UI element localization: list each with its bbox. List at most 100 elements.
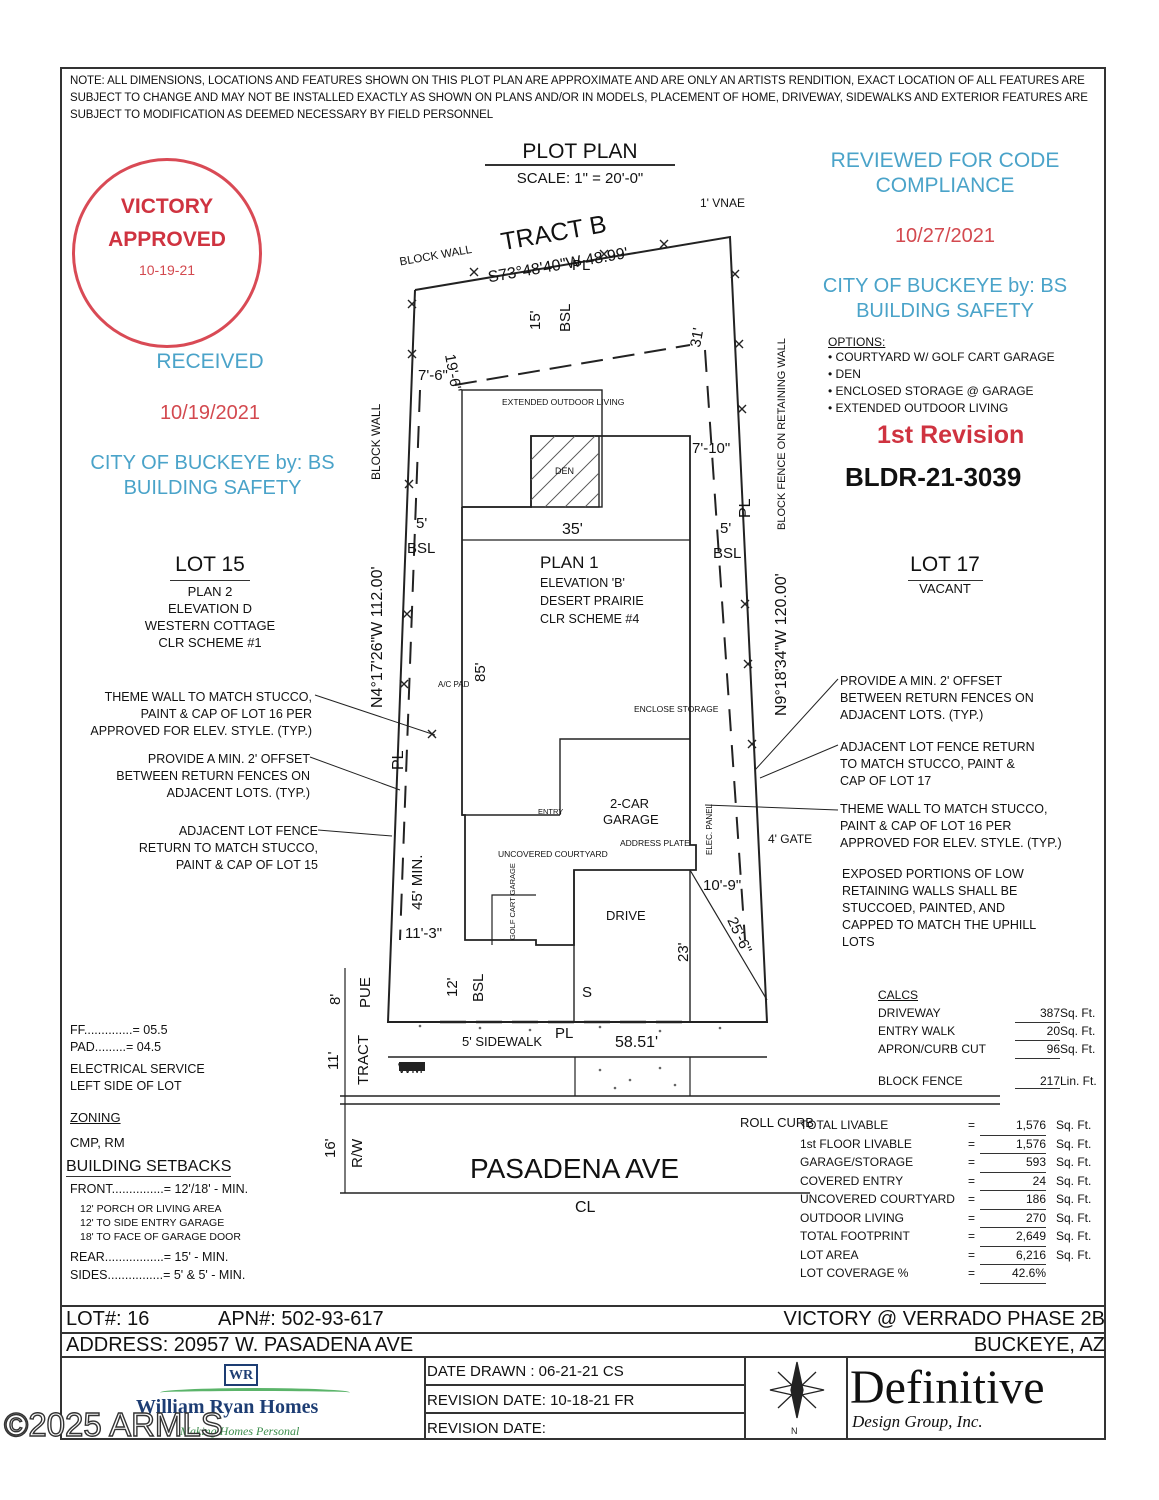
lot17-underline bbox=[908, 580, 983, 581]
totals-equals: = bbox=[968, 1173, 976, 1188]
firm-divider bbox=[846, 1356, 848, 1440]
plan-elevation: ELEVATION 'B' bbox=[540, 576, 625, 590]
lot15-elevation: ELEVATION D bbox=[167, 601, 253, 616]
electrical-title: ELECTRICAL SERVICE bbox=[70, 1062, 205, 1076]
note-offset-left: PROVIDE A MIN. 2' OFFSET BETWEEN RETURN … bbox=[116, 752, 310, 800]
calc-value: 387 bbox=[1015, 1005, 1060, 1023]
totals-unit: Sq. Ft. bbox=[1056, 1247, 1092, 1262]
totals-label: GARAGE/STORAGE bbox=[800, 1155, 914, 1169]
builder-name: William Ryan Homes bbox=[136, 1396, 319, 1418]
option-item: • EXTENDED OUTDOOR LIVING bbox=[828, 401, 1009, 415]
finish-floor: FF..............= 05.5 bbox=[70, 1023, 168, 1037]
totals-value: 42.6% bbox=[980, 1265, 1046, 1284]
zoning-title: ZONING bbox=[70, 1110, 121, 1125]
firm-name: Definitive bbox=[850, 1361, 1045, 1414]
uncovered-courtyard-label: UNCOVERED COURTYARD bbox=[498, 849, 608, 859]
plan-style: DESERT PRAIRIE bbox=[540, 594, 644, 608]
dim-15: 15' bbox=[527, 310, 544, 330]
entry-label: ENTRY bbox=[538, 807, 563, 816]
totals-unit bbox=[1056, 1265, 1100, 1284]
revision-date-2: REVISION DATE: bbox=[427, 1420, 546, 1437]
ac-pad-label: A/C PAD bbox=[438, 680, 470, 689]
plan-scale: SCALE: 1" = 20'-0" bbox=[516, 170, 644, 187]
note-theme-wall-left: THEME WALL TO MATCH STUCCO, PAINT & CAP … bbox=[90, 690, 312, 738]
dim-16: 16' bbox=[322, 1138, 339, 1158]
received-city: CITY OF BUCKEYE by: BS bbox=[90, 452, 335, 474]
dates-divider bbox=[424, 1384, 746, 1386]
review-city: CITY OF BUCKEYE by: BS bbox=[822, 275, 1068, 297]
tract-label: TRACT B bbox=[499, 210, 609, 256]
calc-value: 20 bbox=[1015, 1023, 1060, 1041]
totals-value: 186 bbox=[980, 1191, 1046, 1210]
roll-curb-label: ROLL CURB bbox=[740, 1115, 814, 1130]
totals-unit: Sq. Ft. bbox=[1056, 1173, 1092, 1188]
dim-7-6: 7'-6" bbox=[418, 367, 448, 384]
dates-box bbox=[424, 1356, 746, 1440]
dim-10-9: 10'-9" bbox=[703, 877, 741, 894]
setback-front: FRONT...............= 12'/18' - MIN. bbox=[70, 1182, 249, 1196]
plan-name: PLAN 1 bbox=[540, 553, 599, 572]
note-offset-right: PROVIDE A MIN. 2' OFFSET BETWEEN RETURN … bbox=[840, 674, 1034, 722]
lot15-title: LOT 15 bbox=[175, 553, 245, 576]
totals-unit: Sq. Ft. bbox=[1056, 1118, 1092, 1132]
victory-approved-stamp bbox=[72, 158, 262, 348]
received-dept: BUILDING SAFETY bbox=[123, 477, 302, 499]
totals-value: 270 bbox=[980, 1210, 1046, 1228]
dim-19-6: 19'-6" bbox=[441, 353, 464, 394]
received-date: 10/19/2021 bbox=[159, 402, 261, 424]
golf-cart-label: GOLF CART GARAGE bbox=[508, 863, 517, 940]
dim-45-min: 45' MIN. bbox=[409, 855, 426, 910]
dim-85: 85' bbox=[472, 662, 489, 682]
dim-58-51: 58.51' bbox=[615, 1034, 658, 1051]
setback-front-details: 12' PORCH OR LIVING AREA 12' TO SIDE ENT… bbox=[80, 1202, 241, 1244]
dim-7-10: 7'-10" bbox=[692, 440, 730, 457]
dim-11: 11' bbox=[325, 1051, 342, 1070]
totals-unit: Sq. Ft. bbox=[1056, 1136, 1092, 1151]
totals-equals: = bbox=[968, 1136, 976, 1151]
disclaimer-note: NOTE: ALL DIMENSIONS, LOCATIONS AND FEAT… bbox=[70, 75, 1088, 121]
plan-title: PLOT PLAN bbox=[485, 140, 675, 166]
totals-equals: = bbox=[968, 1229, 976, 1243]
block-wall-side-label: BLOCK WALL bbox=[369, 403, 383, 480]
garage-label-2: GARAGE bbox=[603, 812, 659, 827]
lot15-plan: PLAN 2 bbox=[187, 584, 233, 599]
tract-side-label: TRACT bbox=[355, 1035, 372, 1085]
pl-right: PL bbox=[737, 498, 754, 518]
setbacks-title: BUILDING SETBACKS bbox=[66, 1158, 232, 1177]
builder-logo-swoosh bbox=[160, 1388, 350, 1397]
fence-unit: Lin. Ft. bbox=[1060, 1074, 1097, 1088]
titleblock-divider bbox=[60, 1332, 1106, 1334]
calc-label: DRIVEWAY bbox=[878, 1006, 941, 1020]
enclose-storage-label: ENCLOSE STORAGE bbox=[634, 704, 719, 714]
pue-label: PUE bbox=[357, 977, 374, 1008]
sidewalk-label: 5' SIDEWALK bbox=[462, 1034, 542, 1049]
received-label: RECEIVED bbox=[156, 350, 264, 373]
pl-rear: PL bbox=[572, 257, 590, 274]
totals-equals: = bbox=[968, 1192, 976, 1206]
drive-label: DRIVE bbox=[606, 908, 646, 923]
gate-label: 4' GATE bbox=[768, 832, 812, 846]
permit-number: BLDR-21-3039 bbox=[845, 462, 1022, 492]
vnae-label: 1' VNAE bbox=[700, 196, 745, 210]
row-label: R/W bbox=[349, 1138, 366, 1168]
firm-subtitle: Design Group, Inc. bbox=[852, 1412, 983, 1431]
bsl-right: BSL bbox=[713, 545, 741, 562]
titleblock-divider bbox=[60, 1305, 1106, 1307]
titleblock-divider bbox=[60, 1356, 1106, 1358]
bearing-right: N9°18'34"W 120.00' bbox=[773, 573, 790, 716]
totals-label: UNCOVERED COURTYARD bbox=[800, 1192, 955, 1206]
block-wall-label: BLOCK WALL bbox=[399, 244, 474, 269]
zoning-value: CMP, RM bbox=[70, 1135, 125, 1150]
bsl-left: BSL bbox=[407, 540, 435, 557]
calc-unit: Sq. Ft. bbox=[1060, 1042, 1096, 1056]
lot15-scheme: CLR SCHEME #1 bbox=[158, 635, 262, 650]
lot-number: LOT#: 16 bbox=[66, 1308, 150, 1330]
